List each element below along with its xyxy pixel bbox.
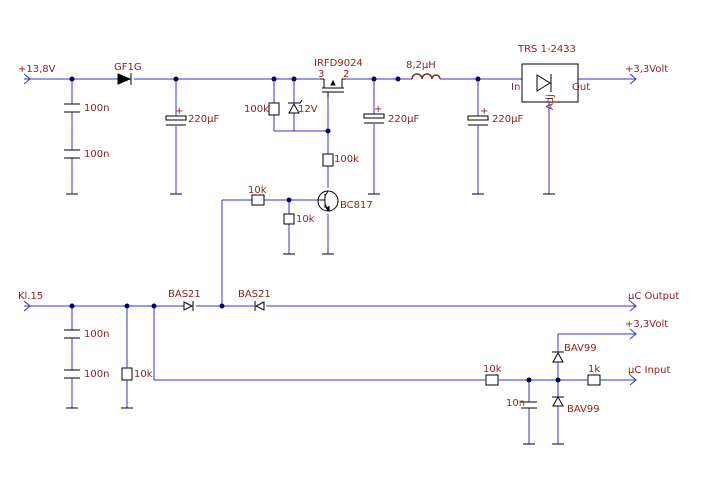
capacitor-symbols <box>64 103 80 159</box>
ground-symbols-bottom <box>66 407 564 445</box>
bav99-top-label: BAV99 <box>564 343 597 354</box>
transistor-bc817-icon <box>317 190 339 213</box>
regulator-in-label: In <box>511 82 520 93</box>
polarity-plus-marks: + + + <box>175 104 488 117</box>
c-in1-label: 100n <box>84 103 109 114</box>
v33-top-terminal-icon <box>629 73 637 85</box>
c-in2-label: 100n <box>84 149 109 160</box>
electrolytic-capacitor-symbols <box>165 113 489 126</box>
r-gate-label: 100k <box>244 104 269 115</box>
regulator-label: TRS 1-2433 <box>517 44 576 55</box>
inductor-label: 8,2µH <box>406 60 436 71</box>
diode-in-label: GF1G <box>114 62 142 73</box>
svg-text:+: + <box>480 106 488 117</box>
wires-top <box>24 78 636 306</box>
r-in-label: 10k <box>483 364 502 375</box>
diode-gf1g-icon <box>117 73 132 85</box>
resistor-gate <box>268 102 280 116</box>
r-base-pd-label: 10k <box>296 214 315 225</box>
svg-text:+: + <box>374 104 382 115</box>
zener-diode-icon <box>288 99 303 114</box>
regulator-icon <box>521 63 579 103</box>
transistor-label: BC817 <box>340 200 373 211</box>
r-base-label: 10k <box>248 185 267 196</box>
terminal-arrows <box>23 73 637 386</box>
resistor-in <box>485 374 499 386</box>
c-kl1-label: 100n <box>84 329 109 340</box>
diode-bas21-icons <box>183 301 265 311</box>
r-series-label: 1k <box>588 364 600 375</box>
regulator-out-label: Out <box>572 82 590 93</box>
bas21-b-label: BAS21 <box>238 289 271 300</box>
resistor-collector <box>322 153 334 167</box>
c-kl2-label: 100n <box>84 369 109 380</box>
bas21-a-label: BAS21 <box>168 289 201 300</box>
vin-label: +13,8V <box>18 64 56 75</box>
r-kl-label: 10k <box>134 369 153 380</box>
c-bulk2-label: 220µF <box>388 114 419 125</box>
bav99-bottom-label: BAV99 <box>567 404 600 415</box>
r-collector-label: 100k <box>334 154 359 165</box>
resistor-series <box>587 374 601 386</box>
mosfet-pin3-label: 3 <box>318 69 324 80</box>
c-bulk1-label: 220µF <box>188 114 219 125</box>
resistor-symbols <box>121 102 601 386</box>
v33-top-label: +3,3Volt <box>625 64 668 75</box>
regulator-adj-label: Adj <box>545 94 556 110</box>
resistor-base <box>251 194 265 206</box>
ground-symbols-top <box>66 193 555 255</box>
mosfet-icon <box>320 78 346 97</box>
c-filter-label: 10n <box>506 398 525 409</box>
svg-text:+: + <box>175 106 183 117</box>
wires-bottom <box>24 305 636 444</box>
vin-terminal-icon <box>23 73 31 85</box>
capacitor-symbols-bottom <box>64 329 537 409</box>
zener-label: 12V <box>298 104 318 115</box>
inductor-icon <box>411 73 441 80</box>
resistor-kl <box>121 367 133 381</box>
uc-input-label: µC Input <box>628 365 670 376</box>
c-bulk3-label: 220µF <box>492 114 523 125</box>
v33-bottom-label: +3,3Volt <box>625 319 668 330</box>
diode-bav99-icons <box>552 351 564 407</box>
mosfet-pin2-label: 2 <box>343 69 349 80</box>
junction-dots <box>69 76 561 383</box>
resistor-base-pd <box>283 213 295 225</box>
uc-output-label: µC Output <box>628 291 679 302</box>
mosfet-label: IRFD9024 <box>314 58 363 69</box>
kl15-label: Kl.15 <box>18 291 43 302</box>
